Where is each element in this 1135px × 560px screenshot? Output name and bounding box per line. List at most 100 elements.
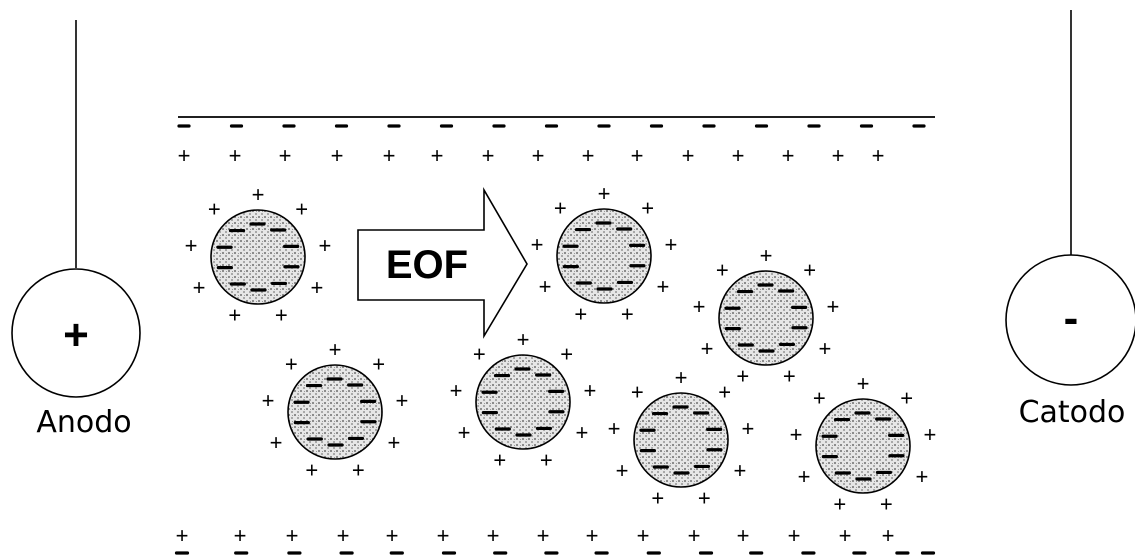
counter-ion-charge: + <box>798 464 811 489</box>
counter-ion-charge: + <box>270 430 283 455</box>
counter-ion-charge: + <box>554 196 567 221</box>
wall-charges-top: +++++++++++++++ <box>177 124 926 168</box>
counter-ion-charge: + <box>329 337 342 362</box>
particle-body <box>210 209 306 305</box>
counter-ion-charge: + <box>262 388 275 413</box>
particle-body <box>287 364 383 460</box>
counter-ion-charge: + <box>493 447 506 472</box>
wall-positive-charge: + <box>337 523 350 548</box>
counter-ion-charge: + <box>575 420 588 445</box>
counter-ion-charge: + <box>285 352 298 377</box>
counter-ion-charge: + <box>540 447 553 472</box>
cathode-circle <box>1005 254 1135 386</box>
counter-ion-charge: + <box>701 336 714 361</box>
counter-ion-charge: + <box>924 422 937 447</box>
counter-ion-charge: + <box>185 233 198 258</box>
counter-ion-charge: + <box>675 365 688 390</box>
wall-positive-charge: + <box>286 523 299 548</box>
counter-ion-charge: + <box>656 274 669 299</box>
wall-positive-charge: + <box>431 143 444 168</box>
counter-ion-charge: + <box>827 294 840 319</box>
counter-ion-charge: + <box>736 363 749 388</box>
counter-ion-charge: + <box>693 294 706 319</box>
counter-ion-charge: + <box>517 327 530 352</box>
counter-ion-charge: + <box>880 491 893 516</box>
counter-ion-charge: + <box>352 457 365 482</box>
counter-ion-charge: + <box>665 232 678 257</box>
eof-arrow-shape <box>357 187 528 339</box>
wall-positive-charge: + <box>737 523 750 548</box>
counter-ion-charge: + <box>228 302 241 327</box>
wall-positive-charge: + <box>437 523 450 548</box>
wall-positive-charge: + <box>631 143 644 168</box>
counter-ion-charge: + <box>900 386 913 411</box>
wall-positive-charge: + <box>234 523 247 548</box>
anode: + Anodo <box>11 20 141 440</box>
counter-ion-charge: + <box>450 378 463 403</box>
wall-positive-charge: + <box>782 143 795 168</box>
counter-ion-charge: + <box>833 491 846 516</box>
eof-label: EOF <box>386 243 468 287</box>
wall-positive-charge: + <box>537 523 550 548</box>
wall-positive-charge: + <box>637 523 650 548</box>
anode-circle <box>11 268 141 398</box>
cathode: - Catodo <box>1005 10 1135 430</box>
counter-ion-charge: + <box>531 232 544 257</box>
counter-ion-charge: + <box>560 342 573 367</box>
particle-body <box>718 270 814 366</box>
counter-ion-charge: + <box>718 380 731 405</box>
particle-body <box>815 398 911 494</box>
counter-ion-charge: + <box>803 258 816 283</box>
counter-ion-charge: + <box>539 274 552 299</box>
counter-ion-charge: + <box>813 386 826 411</box>
cathode-sign: - <box>1064 294 1079 343</box>
counter-ion-charge: + <box>310 275 323 300</box>
charged-particle: +++++++++ <box>185 182 332 327</box>
counter-ion-charge: + <box>208 197 221 222</box>
counter-ion-charge: + <box>372 352 385 377</box>
charged-particle: + + + + + + + + + <box>450 327 597 472</box>
counter-ion-charge: + <box>733 458 746 483</box>
wall-positive-charge: + <box>688 523 701 548</box>
counter-ion-charge: + <box>473 342 486 367</box>
wall-positive-charge: + <box>482 143 495 168</box>
cathode-label: Catodo <box>1019 395 1126 430</box>
counter-ion-charge: + <box>598 181 611 206</box>
wall-positive-charge: + <box>178 143 191 168</box>
anode-label: Anodo <box>36 405 131 440</box>
wall-positive-charge: + <box>682 143 695 168</box>
wall-positive-charge: + <box>839 523 852 548</box>
counter-ion-charge: + <box>631 380 644 405</box>
wall-positive-charge: + <box>882 523 895 548</box>
wall-positive-charge: + <box>487 523 500 548</box>
counter-ion-charge: + <box>621 301 634 326</box>
counter-ion-charge: + <box>760 243 773 268</box>
counter-ion-charge: + <box>716 258 729 283</box>
counter-ion-charge: + <box>783 363 796 388</box>
counter-ion-charge: + <box>387 430 400 455</box>
particle-body <box>556 208 652 304</box>
eof-arrow: EOF <box>357 187 528 339</box>
particle-body <box>633 392 729 488</box>
counter-ion-charge: + <box>608 416 621 441</box>
counter-ion-charge: + <box>790 422 803 447</box>
charged-particle: +++++++++ <box>608 365 755 510</box>
wall-positive-charge: + <box>331 143 344 168</box>
counter-ion-charge: + <box>275 302 288 327</box>
charged-particle: +++++++++ <box>531 181 678 326</box>
counter-ion-charge: + <box>584 378 597 403</box>
wall-positive-charge: + <box>582 143 595 168</box>
wall-positive-charge: + <box>532 143 545 168</box>
charged-particle: +++++++++ <box>790 371 937 516</box>
counter-ion-charge: + <box>915 464 928 489</box>
counter-ion-charge: + <box>616 458 629 483</box>
counter-ion-charge: + <box>193 275 206 300</box>
counter-ion-charge: + <box>295 197 308 222</box>
charged-particle: +++++++++ <box>262 337 409 482</box>
counter-ion-charge: + <box>574 301 587 326</box>
counter-ion-charge: + <box>742 416 755 441</box>
wall-positive-charge: + <box>279 143 292 168</box>
wall-positive-charge: + <box>788 523 801 548</box>
counter-ion-charge: + <box>458 420 471 445</box>
